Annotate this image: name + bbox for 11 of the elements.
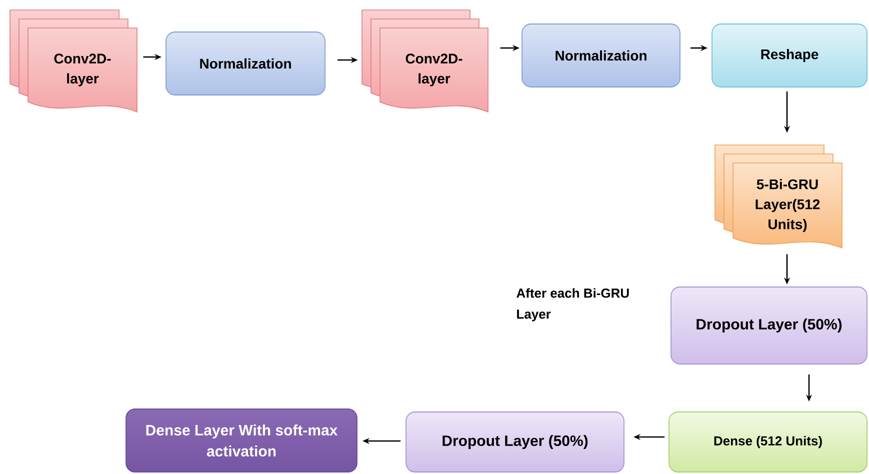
document-stack: Conv2D-layer [10,10,138,112]
process-box: Normalization [522,24,680,88]
process-box: Dense (512 Units) [668,412,868,472]
process-box: Reshape [712,24,868,88]
document-stack: 5-Bi-GRU Layer(512 Units) [714,144,842,248]
process-box: Dropout Layer (50%) [406,412,624,472]
note-text: After each Bi-GRU Layer [516,288,629,322]
process-box: Dropout Layer (50%) [670,286,868,364]
process-box: Normalization [166,32,326,96]
process-box: Dense Layer With soft-max activation [126,408,358,472]
document-stack: Conv2D-layer [362,10,488,112]
